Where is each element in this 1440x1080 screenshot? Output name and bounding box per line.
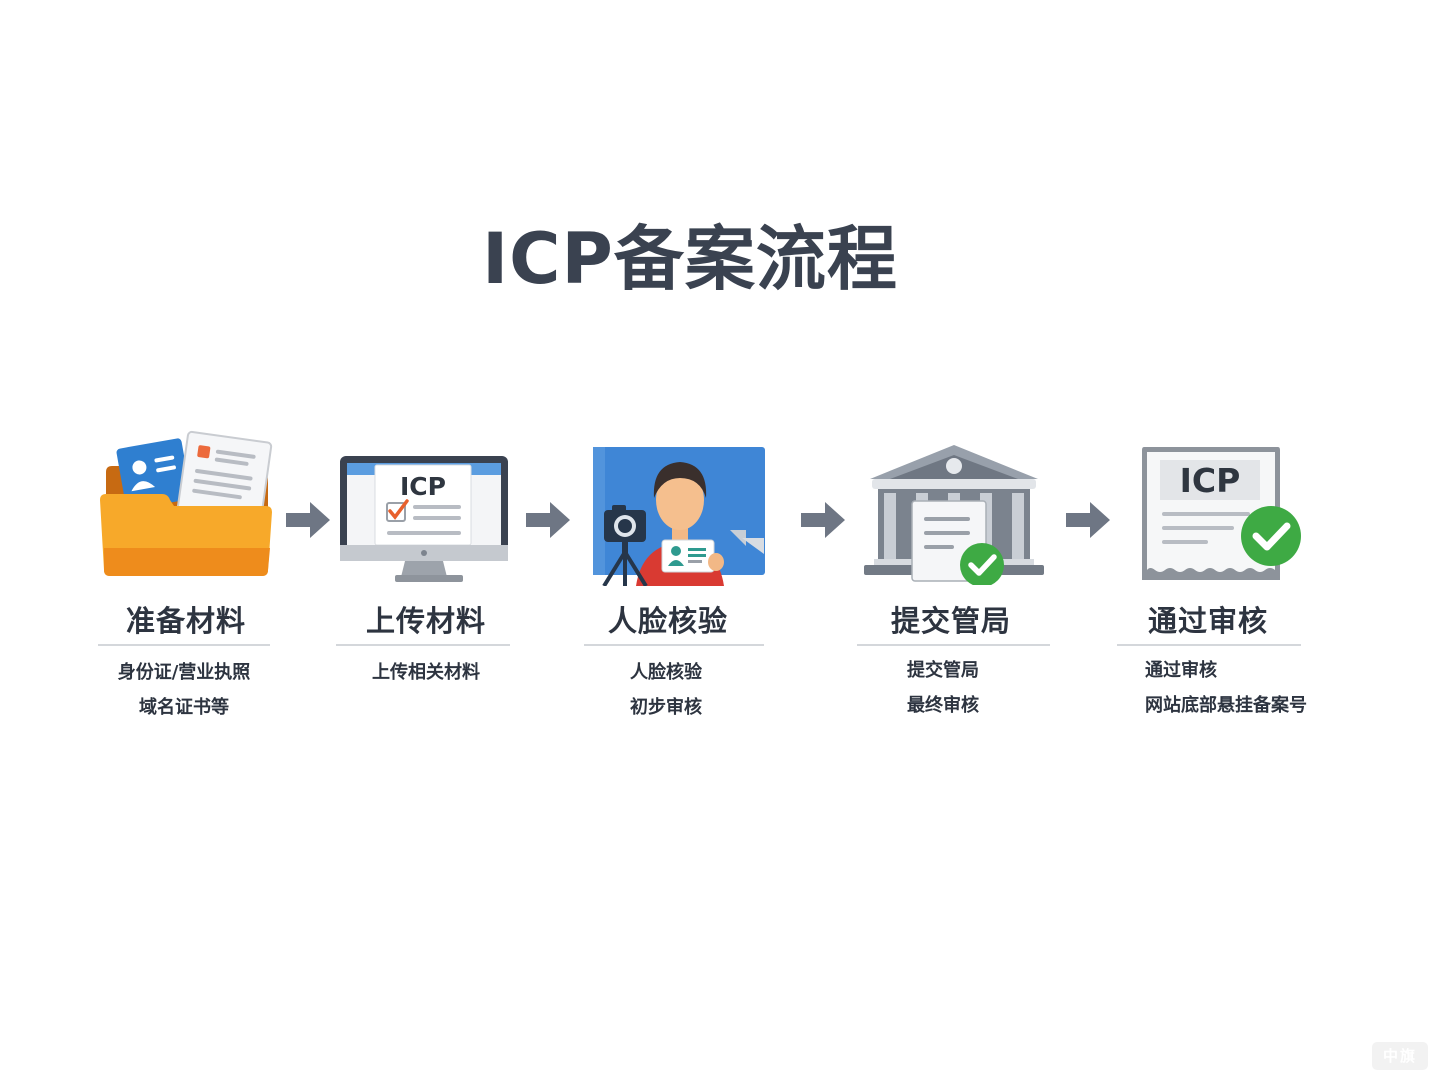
step-2-title: 上传材料	[365, 604, 486, 638]
watermark: 中旗	[1372, 1042, 1428, 1070]
step-2-divider	[336, 644, 510, 646]
folder-documents-icon	[98, 430, 274, 578]
arrow-right-icon	[286, 500, 332, 540]
step-4-desc-line: 最终审核	[907, 695, 979, 716]
face-verification-icon	[592, 446, 768, 588]
step-3-description: 人脸核验 初步审核	[586, 655, 746, 725]
step-5-title: 通过审核	[1147, 604, 1268, 638]
step-1-divider	[98, 644, 270, 646]
step-4-divider	[857, 644, 1050, 646]
icp-label: ICP	[400, 472, 446, 501]
step-4-title: 提交管局	[890, 604, 1011, 638]
step-5-divider	[1117, 644, 1301, 646]
step-3-desc-line: 初步审核	[630, 697, 702, 718]
arrow-right-icon	[526, 500, 572, 540]
arrow-right-icon	[1066, 500, 1112, 540]
monitor-icp-form-icon: ICP	[339, 455, 509, 585]
step-3-divider	[584, 644, 764, 646]
step-3-title: 人脸核验	[607, 604, 728, 638]
step-1-desc-line: 域名证书等	[139, 697, 229, 718]
page-title: ICP备案流程	[482, 218, 898, 300]
step-4-description: 提交管局 最终审核	[862, 653, 1024, 723]
step-5-description: 通过审核 网站底部悬挂备案号	[1145, 653, 1345, 723]
step-1-desc-line: 身份证/营业执照	[117, 662, 251, 683]
step-5-desc-line: 通过审核	[1145, 660, 1217, 681]
step-4-desc-line: 提交管局	[907, 660, 979, 681]
step-2-desc-line: 上传相关材料	[372, 662, 480, 683]
step-1-description: 身份证/营业执照 域名证书等	[90, 655, 278, 725]
icp-certificate-approved-icon: ICP	[1138, 444, 1304, 584]
arrow-right-icon	[801, 500, 847, 540]
icp-label: ICP	[1180, 461, 1241, 500]
step-5-desc-line: 网站底部悬挂备案号	[1145, 695, 1307, 716]
step-3-desc-line: 人脸核验	[630, 662, 702, 683]
step-2-description: 上传相关材料	[336, 655, 516, 690]
step-1-title: 准备材料	[125, 604, 246, 638]
government-building-icon	[862, 443, 1046, 587]
